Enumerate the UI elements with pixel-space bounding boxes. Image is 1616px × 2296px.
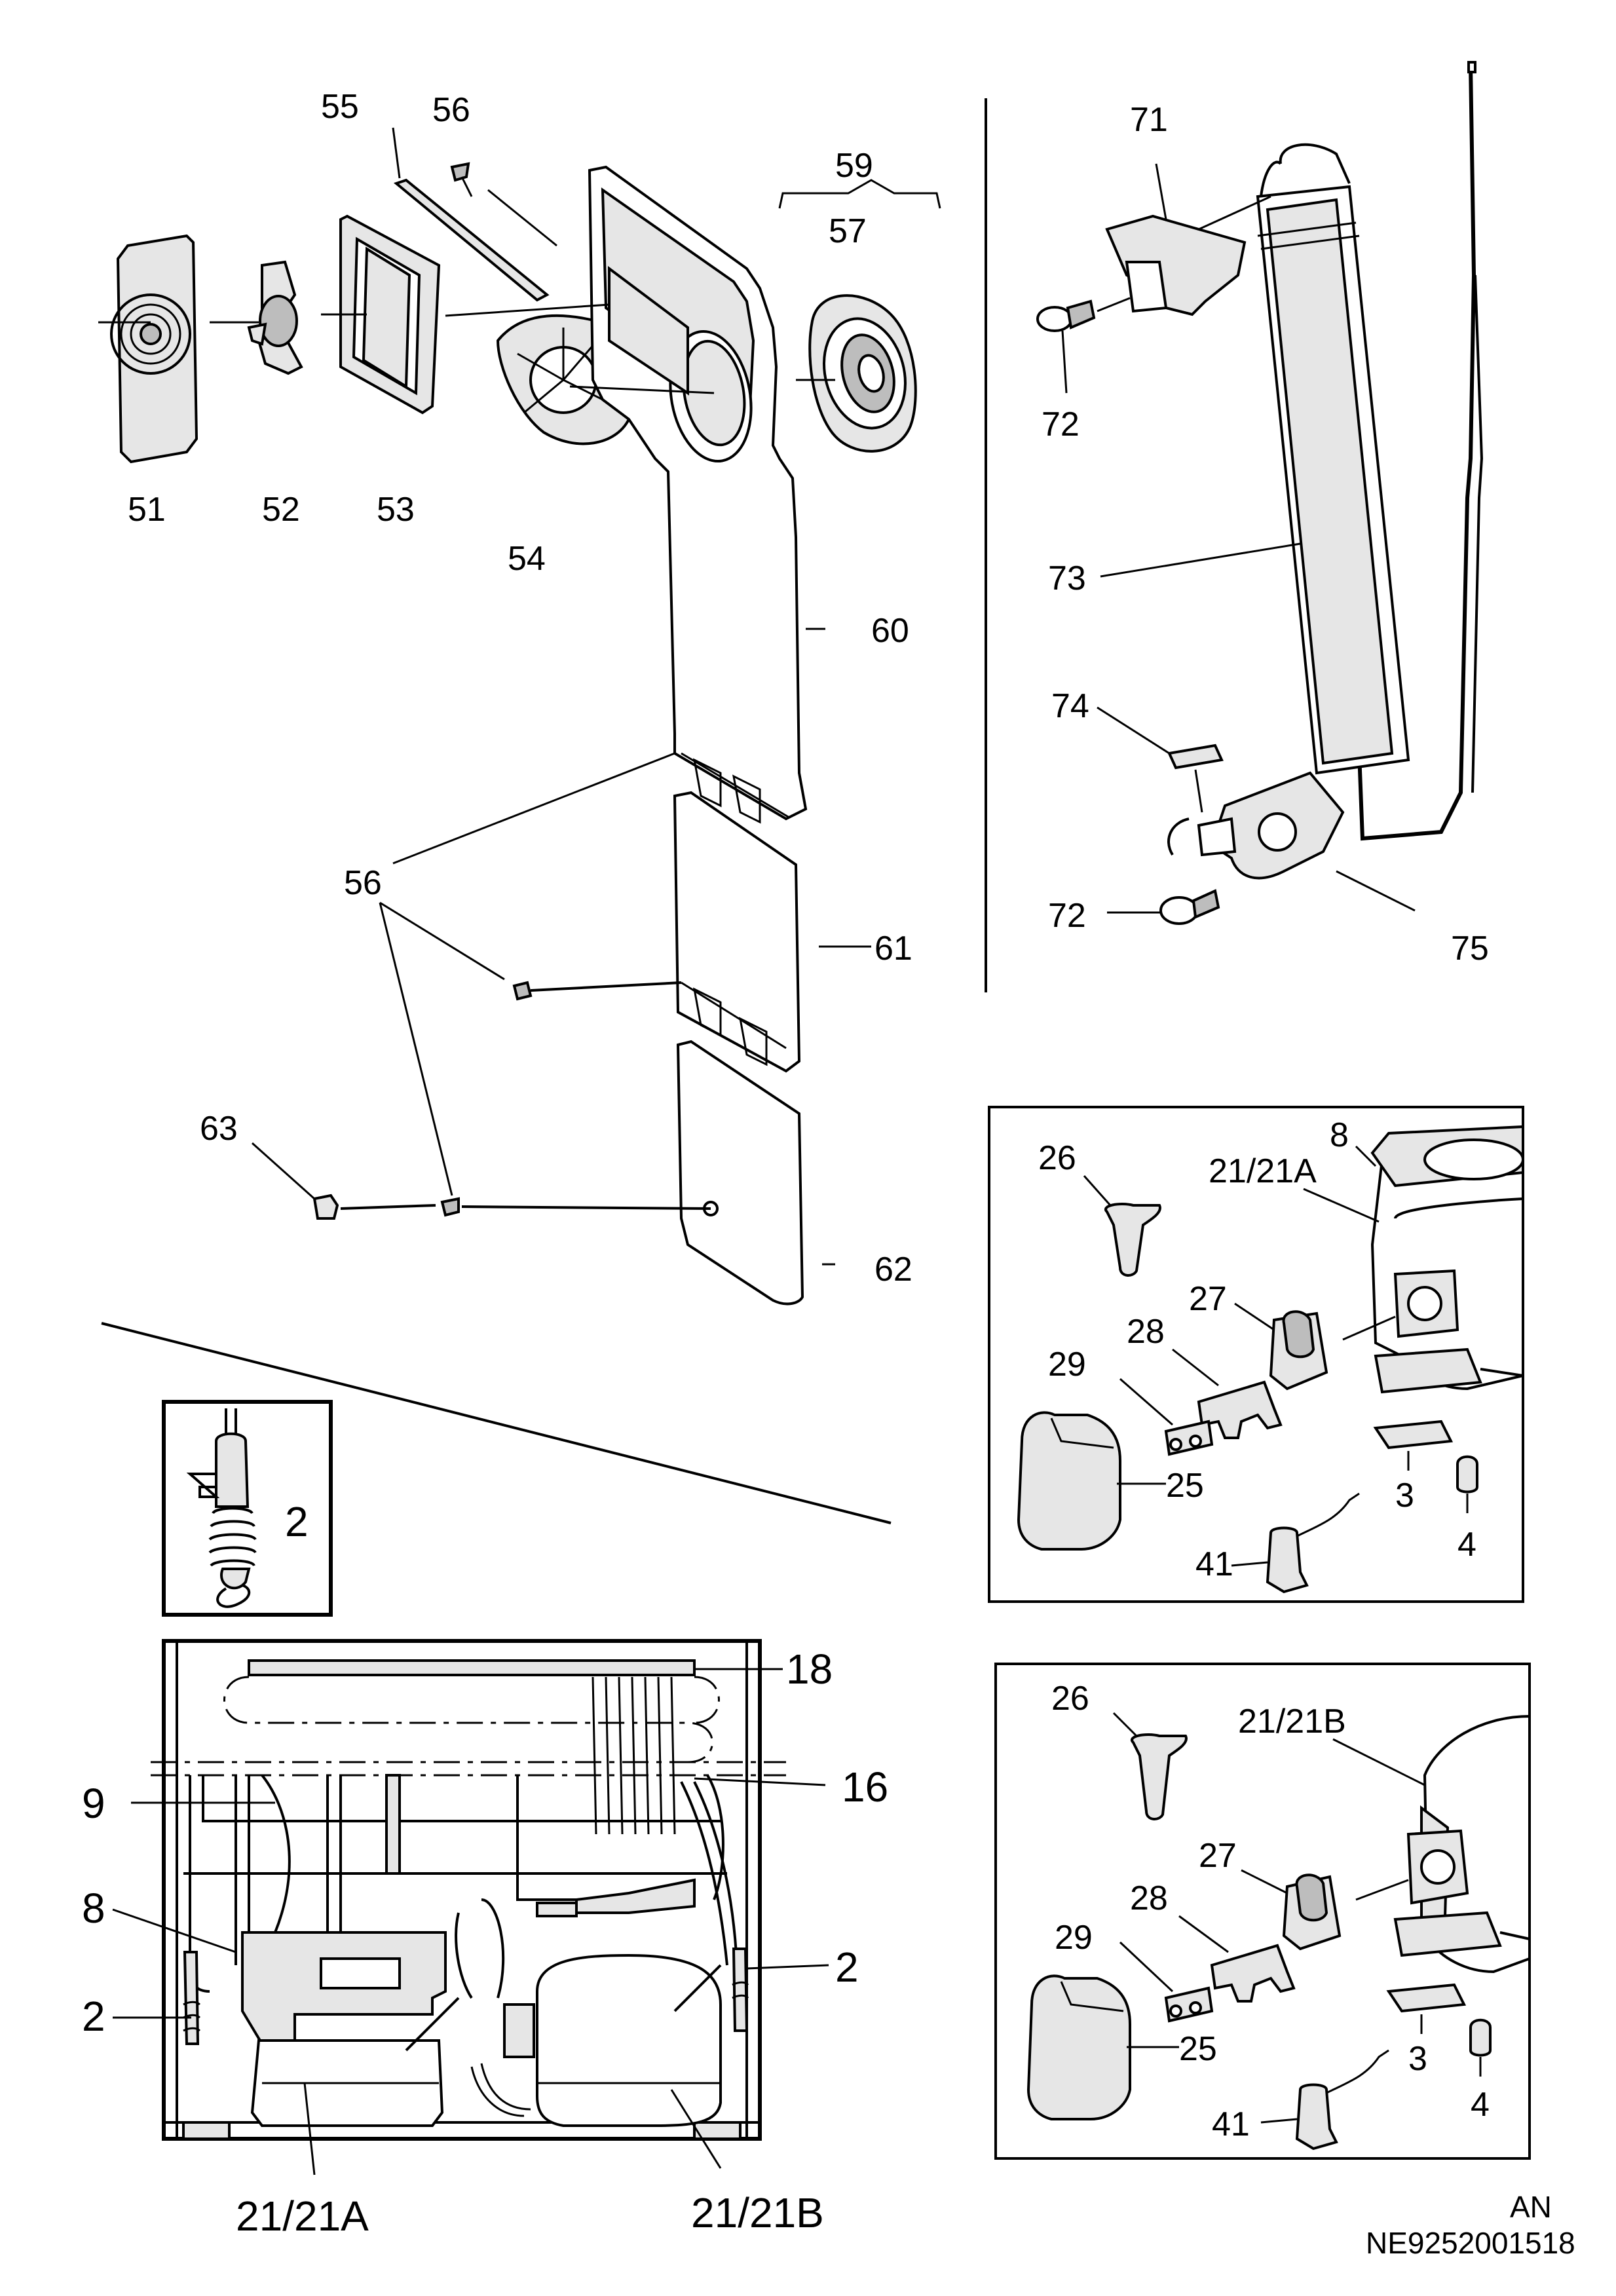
part-55-strip — [392, 127, 550, 302]
label-51: 51 — [128, 491, 166, 529]
part-56-screws — [379, 752, 711, 1217]
part-75-thermostat-housing — [1167, 771, 1416, 912]
label-a-25: 25 — [1166, 1467, 1204, 1505]
part-63-clip — [251, 1142, 436, 1220]
label-a-41: 41 — [1195, 1545, 1233, 1583]
label-55: 55 — [321, 88, 359, 126]
label-c-21a: 21/21A — [236, 2192, 369, 2240]
label-b-27: 27 — [1199, 1837, 1237, 1875]
label-57: 57 — [829, 212, 867, 250]
part-52-propeller — [210, 260, 303, 375]
label-inset-2: 2 — [285, 1498, 309, 1545]
label-b-4: 4 — [1471, 2086, 1490, 2124]
label-59: 59 — [835, 147, 873, 185]
label-63: 63 — [200, 1110, 238, 1148]
label-a-27: 27 — [1189, 1280, 1227, 1318]
label-73: 73 — [1048, 559, 1086, 597]
label-53: 53 — [377, 491, 415, 529]
label-a-29: 29 — [1048, 1346, 1086, 1383]
label-a-4: 4 — [1457, 1526, 1476, 1564]
part-51-grille — [98, 234, 198, 464]
label-b-21: 21/21B — [1238, 1703, 1346, 1741]
label-b-3: 3 — [1408, 2040, 1427, 2078]
part-labels: 51 52 53 54 55 56 59 57 60 56 61 63 62 7… — [82, 88, 1575, 2260]
label-a-8: 8 — [1330, 1116, 1349, 1154]
part-53-frame — [321, 214, 441, 415]
part-56-screw-top — [450, 162, 557, 247]
label-a-3: 3 — [1395, 1477, 1414, 1515]
label-b-26: 26 — [1051, 1680, 1089, 1718]
label-56-top: 56 — [432, 91, 470, 129]
inset-part-2 — [162, 1400, 333, 1617]
bracket-59 — [778, 179, 941, 209]
label-c-2-left: 2 — [82, 1993, 105, 2040]
compressor-box-a — [988, 1106, 1524, 1603]
label-75: 75 — [1451, 930, 1489, 968]
label-a-26: 26 — [1038, 1139, 1076, 1177]
label-c-9: 9 — [82, 1780, 105, 1827]
label-c-16: 16 — [842, 1763, 888, 1811]
cabinet-compressor-layout — [112, 1639, 829, 2175]
label-b-41: 41 — [1212, 2105, 1250, 2143]
label-c-18: 18 — [786, 1646, 833, 1693]
part-57-fan-motor — [796, 294, 917, 453]
part-60-duct-housing — [445, 165, 825, 824]
label-62: 62 — [874, 1251, 912, 1289]
label-c-8: 8 — [82, 1885, 105, 1932]
label-b-25: 25 — [1179, 2030, 1217, 2068]
label-56-mid: 56 — [344, 864, 382, 902]
label-54: 54 — [508, 540, 546, 578]
label-60: 60 — [871, 612, 909, 650]
compressor-box-b — [994, 1663, 1531, 2160]
part-72-plug-top — [1036, 297, 1131, 394]
label-c-2-right: 2 — [835, 1944, 859, 1991]
part-61-panel — [673, 791, 871, 1073]
evaporator-assembly — [1036, 61, 1484, 925]
label-52: 52 — [262, 491, 300, 529]
label-b-28: 28 — [1130, 1879, 1168, 1917]
part-74 — [1167, 743, 1224, 770]
label-a-28: 28 — [1127, 1313, 1165, 1351]
label-c-21b: 21/21B — [691, 2189, 824, 2236]
part-72-plug-bottom — [1107, 889, 1220, 925]
air-duct-assembly — [98, 127, 941, 1306]
label-a-21: 21/21A — [1209, 1152, 1317, 1190]
footer-document-code: NE9252001518 — [1366, 2226, 1575, 2260]
label-b-29: 29 — [1055, 1919, 1093, 1957]
divider-diagonal — [101, 1322, 892, 1524]
label-72-bottom: 72 — [1048, 897, 1086, 935]
footer-language: AN — [1510, 2190, 1552, 2224]
label-61: 61 — [874, 930, 912, 968]
part-62-panel — [676, 1040, 835, 1306]
label-72-top: 72 — [1042, 405, 1080, 443]
label-71: 71 — [1130, 101, 1168, 139]
label-74: 74 — [1051, 687, 1089, 725]
